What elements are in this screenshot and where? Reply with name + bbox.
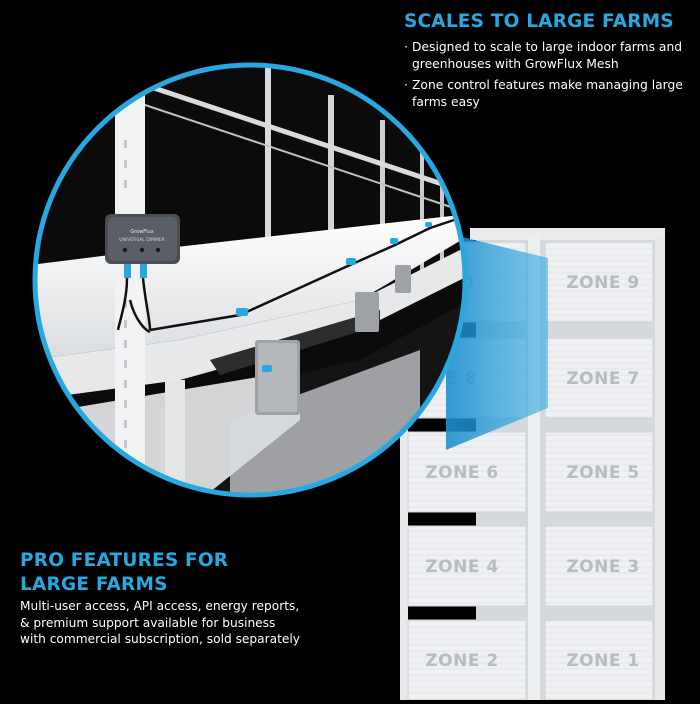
bullet-item: Designed to scale to large indoor farms … [404,39,698,73]
zone-label: ZONE 6 [425,463,498,483]
dimmer-device: GrowFlux UNIVERSAL DIMMER [105,214,180,331]
zone-label: ZONE 1 [566,651,639,671]
zone-label: ZONE 9 [566,273,639,293]
zone-panel-right [544,619,654,701]
zone-panel-right [544,525,654,607]
top-heading: SCALES TO LARGE FARMS [404,11,674,32]
zone-panel-left [407,619,527,701]
zone-label: ZONE 5 [566,463,639,483]
zone-label: ZONE 3 [566,557,639,577]
bottom-description: Multi-user access, API access, energy re… [20,599,300,646]
zone-panel-right [544,431,654,513]
zone-panel-left [407,525,527,607]
bottom-heading-line-1: PRO FEATURES FOR [20,550,229,571]
zone-panel-right [544,337,654,419]
top-bullet-list: Designed to scale to large indoor farms … [404,39,698,115]
bottom-heading-line-2: LARGE FARMS [20,574,168,595]
svg-text:UNIVERSAL DIMMER: UNIVERSAL DIMMER [119,237,165,243]
highlight-beam [446,233,548,450]
zone-panel-right [544,241,654,323]
zone-label: ZONE 7 [566,369,639,389]
svg-text:GrowFlux: GrowFlux [130,229,153,235]
zone-label: ZONE 2 [425,651,498,671]
bottom-heading: PRO FEATURES FOR LARGE FARMS [20,549,320,597]
bullet-item: Zone control features make managing larg… [404,77,698,111]
zone-label: ZONE 4 [425,557,498,577]
zoom-circle: GrowFlux UNIVERSAL DIMMER [32,62,468,498]
